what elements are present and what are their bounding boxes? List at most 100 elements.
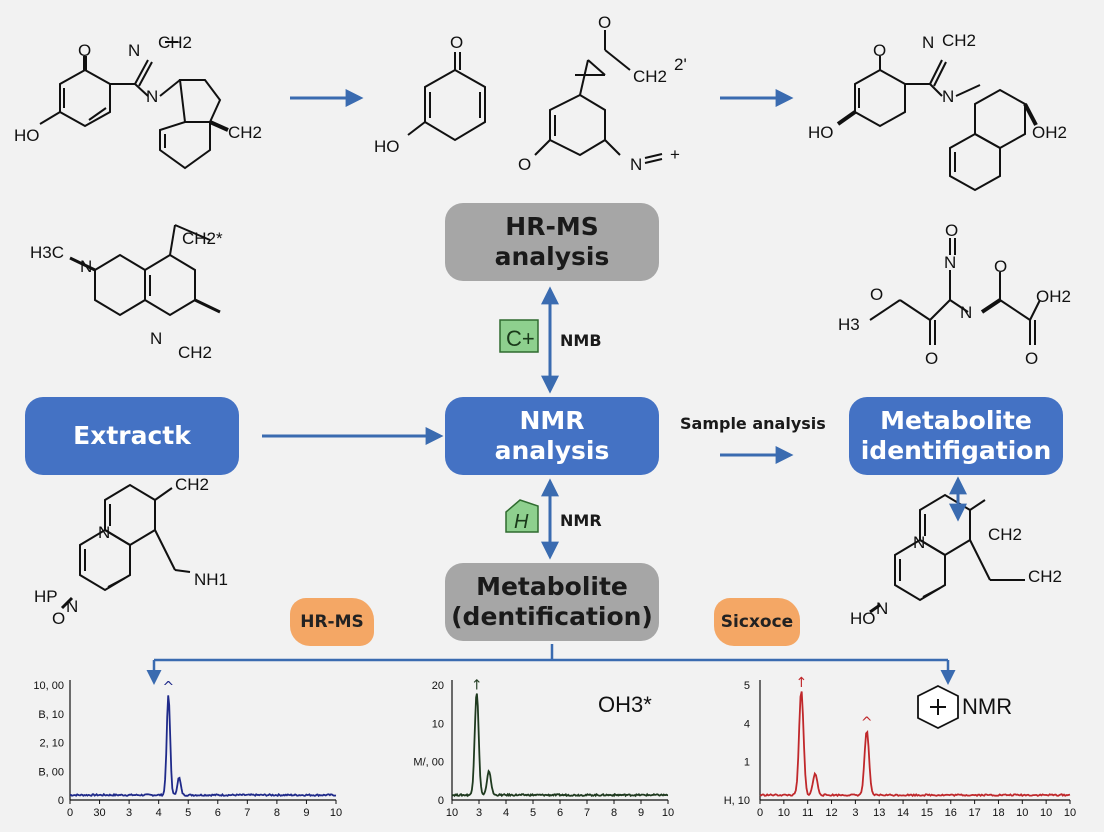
c-plus-text: C+ [506,326,535,351]
spectrum-2-x-tick: 4 [503,807,509,819]
hrms-line1: HR-MS [505,212,599,241]
structure-3 [534,30,663,164]
sample-analysis-label: Sample analysis [680,414,826,433]
s6-h3: H3 [838,315,860,334]
spectrum-3-x-tick: 16 [945,807,957,819]
spectrum-2-x-tick: 3 [476,807,482,819]
s4-ch2: CH2 [942,31,976,50]
s4-n2: N [942,87,954,106]
spectrum-2-x-tick: 8 [611,807,617,819]
s3-o: O [598,13,611,32]
spectrum-2-x-tick: 10 [662,807,674,819]
spectrum-2-x-tick: 10 [446,807,458,819]
nmb-label: NMB [560,331,602,350]
metabolite-dent-line1: Metabolite [476,572,628,601]
s6-o-bot2: O [1025,349,1038,368]
s4-ho: HO [808,123,834,142]
spectrum-2-peak-marker: ↑ [471,677,483,693]
spectrum-1-x-tick: 9 [303,807,309,819]
sicxoce-tag: Sicxoce [714,598,800,646]
spectrum-3-peak-marker: ^ [861,715,873,731]
s1-n2: N [146,87,158,106]
s4-oh2: OH2 [1032,123,1067,142]
s6-n: N [960,303,972,322]
metabolite-dentification-box: Metabolite(dentification) [445,563,659,641]
structure-4 [836,56,1038,192]
spectrum-3-x-tick: 10 [1064,807,1076,819]
s5-ch2b: CH2 [178,343,212,362]
spectrum-3-y-tick: H, 10 [724,795,750,807]
spectrum-3-y-tick: 1 [744,757,750,769]
spectrum-2-y-tick: 0 [438,795,444,807]
s4-n: N [922,33,934,52]
metabolite-dent-line2: (dentification) [451,602,653,631]
s6-oh2: OH2 [1036,287,1071,306]
structure-1 [39,41,229,170]
s2-ho: HO [374,137,400,156]
s6-o-mid: O [994,257,1007,276]
nmr-line1: NMR [519,406,585,435]
spectrum-2-x-tick: 7 [584,807,590,819]
structure-8 [869,493,1025,614]
s6-o-bot1: O [925,349,938,368]
nmr-label: NMR [560,511,602,530]
spectrum-3-x-tick: 10 [778,807,790,819]
spectrum-3-x-tick: 3 [852,807,858,819]
spectrum-1-x-tick: 6 [215,807,221,819]
hrms-line2: analysis [494,242,610,271]
structure-6 [869,238,1041,345]
s5-h3c: H3C [30,243,64,262]
spectrum-3-x-tick: 13 [873,807,885,819]
s1-ch2b: CH2 [228,123,262,142]
structure-5 [69,224,221,317]
s5-ch2: CH2* [182,229,223,248]
s3-plus: + [670,145,680,164]
nmr-plus-label: NMR [962,694,1012,719]
spectrum-3-x-tick: 17 [968,807,980,819]
spectrum-2-y-tick: M/, 00 [413,757,444,769]
bracket-to-spectra [146,644,956,685]
spectrum-3-x-tick: 14 [897,807,909,819]
s8-ch2: CH2 [988,525,1022,544]
spectrum-3-peak-marker: ↑ [795,675,807,691]
metabolite-id-line2: identifigation [860,436,1052,465]
s1-ch2: CH2 [158,33,192,52]
structure-2 [407,52,486,142]
spectrum-1-x-tick: 30 [93,807,105,819]
extract-label: Extractk [73,421,191,450]
s6-o-top: O [945,221,958,240]
extract-box: Extractk [25,397,239,475]
spectrum-3-y-tick: 5 [744,680,750,692]
spectrum-1-x-tick: 7 [244,807,250,819]
s1-n: N [128,41,140,60]
spectrum-3-x-tick: 18 [992,807,1004,819]
spectrum-2-x-tick: 6 [557,807,563,819]
structure-7 [60,483,191,610]
spectrum-1-x-tick: 3 [126,807,132,819]
hrms-tag: HR-MS [290,598,374,646]
spectrum-3-x-tick: 10 [1040,807,1052,819]
s6-o-left: O [870,285,883,304]
s7-n-top: N [98,523,110,542]
spectrum-2-trace [451,693,669,798]
spectrum-2-x-tick: 9 [638,807,644,819]
spectrum-2-x-tick: 5 [530,807,536,819]
spectrum-1-x-tick: 10 [330,807,342,819]
spectrum-1-y-tick: 2, 10 [40,738,64,750]
spectrum-1-peak-marker: ^ [163,680,175,696]
spectrum-1-y-tick: 0 [58,795,64,807]
s3-n: N [630,155,642,174]
spectrum-3-x-tick: 0 [757,807,763,819]
spectrum-1-x-tick: 8 [274,807,280,819]
s3-ch2: CH2 [633,67,667,86]
spectrum-3-x-tick: 11 [802,807,813,819]
s6-n-top: N [944,253,956,272]
spectrum-3-x-tick: 12 [825,807,837,819]
h-badge-text: H [514,511,529,533]
